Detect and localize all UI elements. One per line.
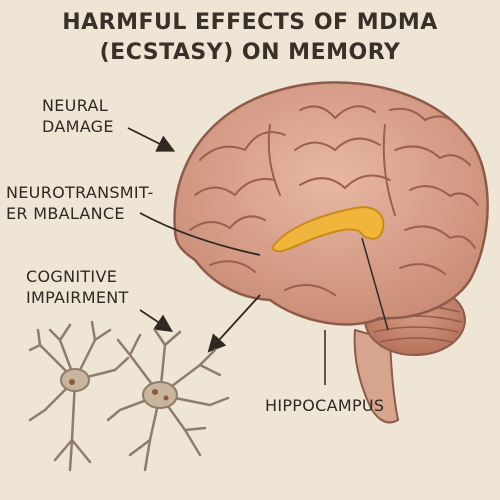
label-neural-damage: NEURAL DAMAGE <box>42 95 114 137</box>
brain-stem <box>353 328 400 424</box>
neuron-damage-spots <box>69 379 169 401</box>
label-cognitive: COGNITIVE IMPAIRMENT <box>26 266 129 308</box>
label-cognitive-line2: IMPAIRMENT <box>26 288 129 307</box>
label-neurotransmitter: NEUROTRANSMIT- ER MBALANCE <box>6 182 154 224</box>
label-neurotransmitter-line2: ER MBALANCE <box>6 204 125 223</box>
label-neurotransmitter-line1: NEUROTRANSMIT- <box>6 183 154 202</box>
arrow-cognitive <box>207 294 261 353</box>
label-hippocampus: HIPPOCAMPUS <box>265 396 385 415</box>
arrow-neural-damage <box>127 127 176 152</box>
title-line-1: HARMFUL EFFECTS OF MDMA <box>62 10 438 35</box>
title-line-2: (ECSTASY) ON MEMORY <box>99 40 401 65</box>
hippocampus-shape <box>270 206 385 253</box>
line-hippocampus <box>361 237 389 331</box>
neuron-left <box>28 320 130 472</box>
neuron-right-body <box>142 381 178 409</box>
label-neural-damage-line1: NEURAL <box>42 96 108 115</box>
cerebrum <box>173 81 489 326</box>
neuron-left-body <box>60 368 90 392</box>
label-neural-damage-line2: DAMAGE <box>42 117 114 136</box>
brain-folds <box>189 105 479 296</box>
label-cognitive-line1: COGNITIVE <box>26 267 118 286</box>
line-neurotransmitter <box>139 212 261 256</box>
arrow-cognitive-neuron <box>139 309 173 332</box>
